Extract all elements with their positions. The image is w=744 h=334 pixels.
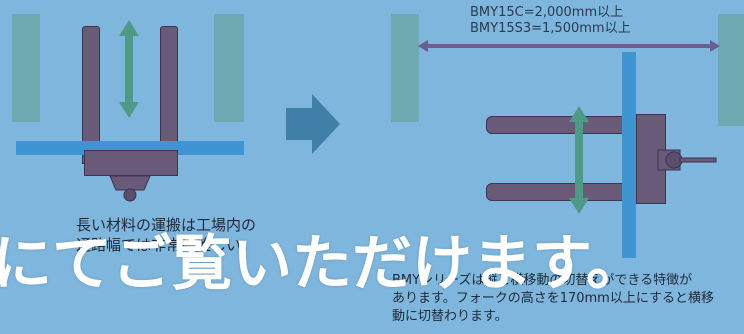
right-truck-handle (657, 149, 717, 171)
right-vertical-arrow (569, 106, 589, 214)
left-vertical-arrow (119, 20, 139, 118)
right-panel-rack-left (391, 14, 419, 122)
right-caption-line1: BMYシリーズは縦と横移動の切替えができる特徴が (392, 273, 693, 288)
left-truck-handle (109, 175, 151, 202)
left-caption: 長い材料の運搬は工場内の 通路幅では非常に難しい。 (76, 215, 286, 255)
left-truck-body (84, 150, 178, 176)
right-long-material-bar (622, 52, 636, 258)
center-right-arrow (286, 94, 340, 154)
right-caption-line3: 動に切替わります。 (392, 309, 508, 324)
right-caption: BMYシリーズは縦と横移動の切替えができる特徴が あります。フォークの高さを17… (392, 272, 744, 326)
right-fork-bottom (486, 183, 636, 201)
left-caption-line1: 長い材料の運搬は工場内の (76, 216, 257, 234)
left-long-material-bar (16, 141, 244, 155)
left-panel-rack-right (214, 14, 244, 122)
dimension-label-line1: BMY15C=2,000mm以上 (470, 5, 624, 20)
left-panel-rack-left (12, 14, 40, 122)
video-subtitle-overlay: にてご覧いただけます。 (0, 229, 646, 299)
right-fork-top (486, 116, 636, 134)
left-caption-line2: 通路幅では非常に難しい。 (76, 236, 257, 254)
right-panel-rack-right (718, 14, 744, 126)
dimension-label-line2: BMY15S3=1,500mm以上 (470, 21, 631, 36)
dimension-label: BMY15C=2,000mm以上 BMY15S3=1,500mm以上 (470, 5, 690, 37)
width-dimension-arrow (418, 40, 720, 52)
right-caption-line2: あります。フォークの高さを170mm以上にすると横移 (392, 291, 714, 306)
